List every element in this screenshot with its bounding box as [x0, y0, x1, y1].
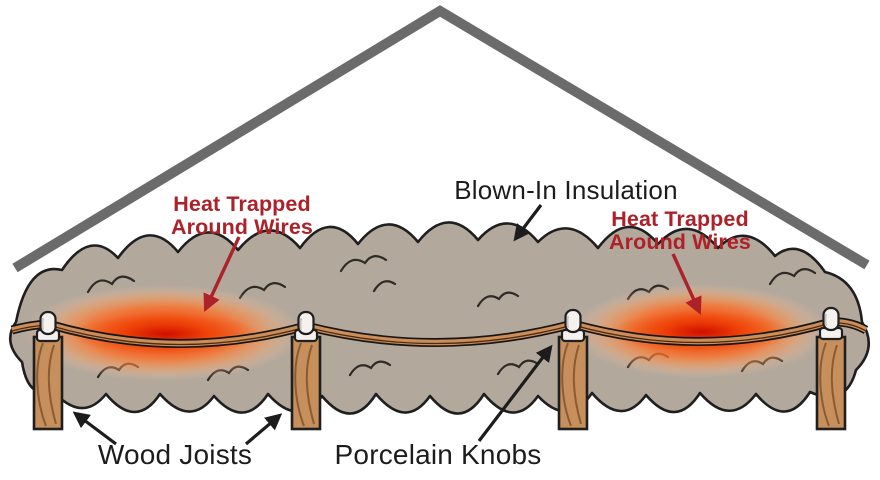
wire-body — [11, 319, 868, 347]
label-heat-trapped-left-line2: Around Wires — [171, 215, 313, 239]
wood-joist-3 — [557, 335, 589, 431]
joist-grain — [819, 342, 840, 427]
wood-joist-1 — [32, 335, 64, 431]
label-wood-joists: Wood Joists — [98, 439, 252, 470]
wire-core-line — [11, 322, 867, 346]
joist-grain — [561, 342, 582, 427]
label-porcelain-knobs: Porcelain Knobs — [335, 439, 542, 470]
electrical-wire — [10, 317, 869, 348]
wood-joists-arrow-left — [72, 411, 117, 446]
joist-grain — [36, 342, 57, 427]
label-heat-trapped-right-line1: Heat Trapped — [611, 207, 748, 231]
roof-outline — [12, 5, 870, 273]
knob-shading — [41, 317, 44, 331]
porcelain-knobs-arrow — [477, 344, 553, 442]
knob-shading — [299, 317, 302, 331]
porcelain-knob-2 — [293, 310, 319, 343]
label-heat-trapped-left-line1: Heat Trapped — [173, 192, 310, 216]
wood-joist-2 — [290, 335, 322, 431]
porcelain-knob-1 — [35, 310, 61, 343]
heat-trapped-right-arrow — [671, 253, 702, 316]
wood-joists-arrow-right — [244, 413, 283, 446]
joist-grain — [294, 342, 315, 427]
label-blown-in-insulation: Blown-In Insulation — [454, 175, 677, 205]
heat-trapped-left-arrow — [203, 236, 241, 313]
label-heat-trapped-right-line2: Around Wires — [609, 230, 751, 254]
knob-shading — [824, 313, 827, 327]
blown-in-insulation-arrow — [513, 204, 543, 242]
knob-shading — [566, 315, 569, 329]
wood-joist-4 — [815, 335, 847, 431]
porcelain-knob-3 — [560, 308, 586, 343]
porcelain-knob-4 — [818, 306, 844, 341]
